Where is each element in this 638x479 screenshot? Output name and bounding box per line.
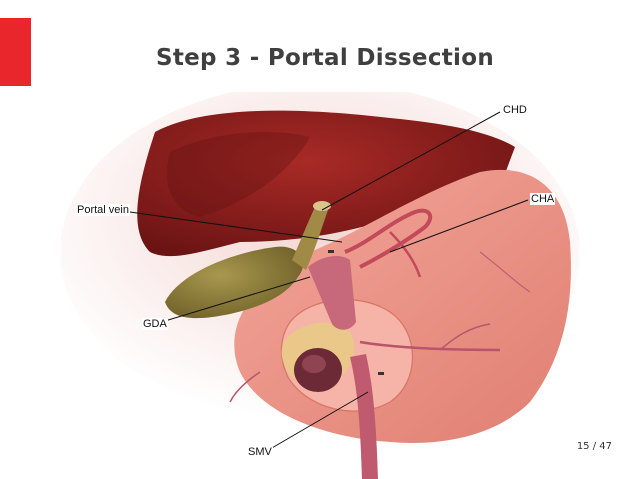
artery-branch-4 (229, 371, 261, 403)
leader-line-gda (154, 276, 311, 325)
label-chd: CHD (502, 104, 528, 116)
leader-line-portal-vein (129, 211, 343, 243)
bile-duct-shape (292, 207, 328, 270)
leader-line-chd (321, 111, 501, 211)
leader-line-smv (264, 391, 369, 453)
smv-shape (350, 354, 378, 479)
artery-branch-5 (479, 251, 531, 293)
label-cha: CHA (530, 193, 556, 205)
bile-duct-opening (313, 201, 331, 211)
artery-branch-3 (439, 323, 491, 351)
portal-vein-shape (308, 256, 356, 330)
anatomy-illustration (60, 92, 580, 479)
artery-branch-2 (359, 340, 501, 352)
pancreatic-mass-highlight (302, 355, 326, 373)
leader-line-cha (389, 199, 529, 253)
page-number: 15 / 47 (576, 441, 612, 452)
gallbladder-shape (165, 246, 304, 319)
liver-shape (137, 110, 515, 257)
artery-branch-1 (389, 231, 422, 278)
label-smv: SMV (247, 446, 273, 458)
ligature-clip-2 (378, 372, 384, 375)
slide-title: Step 3 - Portal Dissection (155, 45, 495, 71)
liver-shadow (166, 132, 310, 217)
accent-bar (0, 18, 31, 86)
label-gda: GDA (142, 318, 168, 330)
label-portal-vein: Portal vein (76, 204, 130, 216)
hepatic-artery-shape (344, 208, 433, 269)
ligature-clip-1 (328, 250, 334, 253)
